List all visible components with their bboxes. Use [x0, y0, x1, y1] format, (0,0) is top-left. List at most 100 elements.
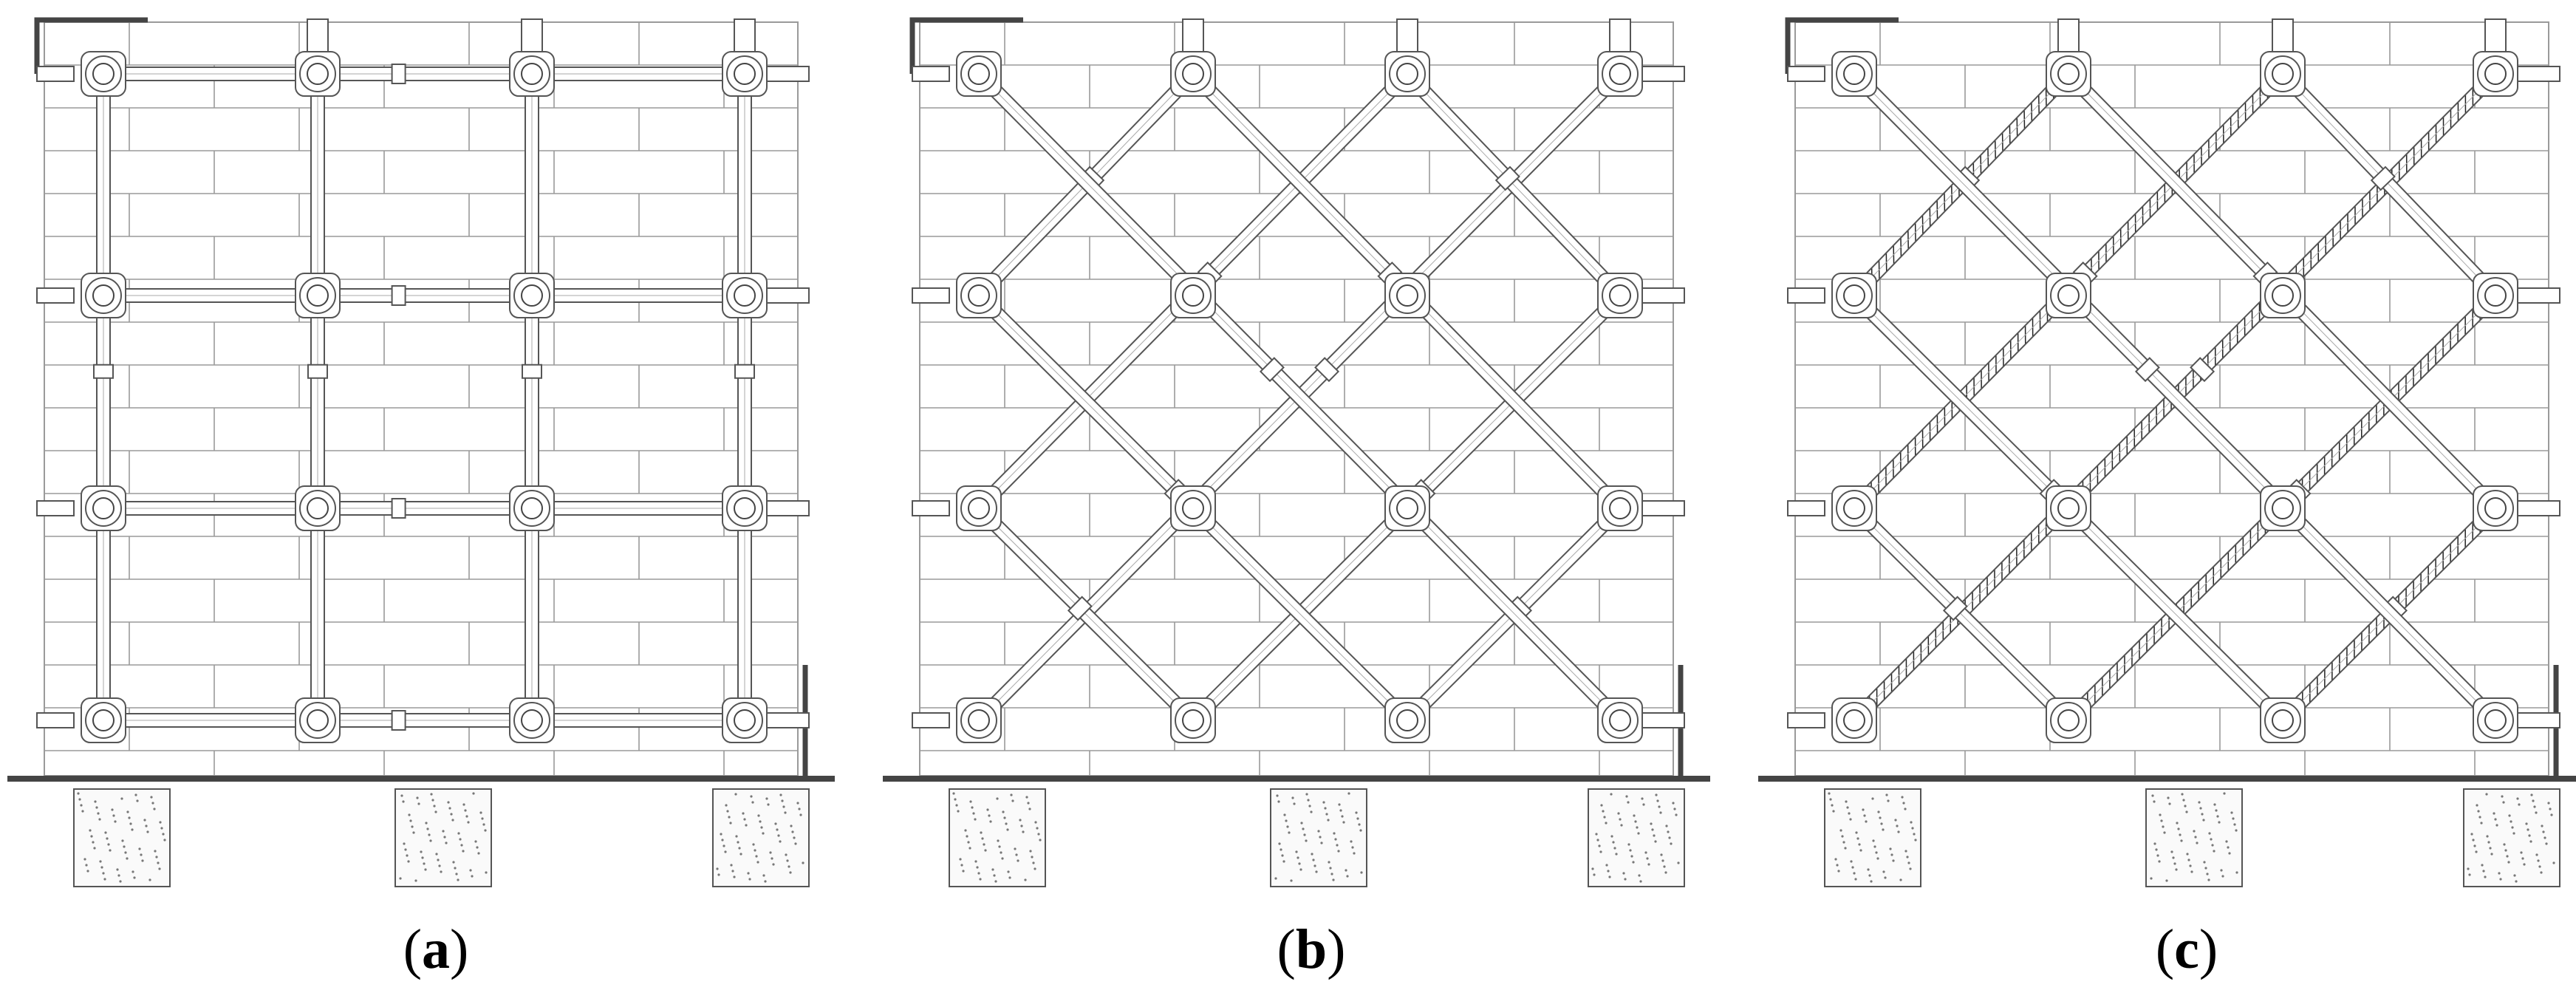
concrete-aggregate-dot	[979, 878, 982, 881]
concrete-aggregate-dot	[117, 874, 120, 877]
concrete-aggregate-dot	[457, 832, 460, 835]
node-hub-inner	[1396, 284, 1418, 307]
concrete-aggregate-dot	[759, 820, 762, 823]
concrete-aggregate-dot	[2210, 838, 2213, 841]
concrete-aggregate-dot	[120, 797, 123, 800]
concrete-aggregate-dot	[1896, 825, 1899, 827]
concrete-aggregate-dot	[1667, 830, 1670, 833]
concrete-aggregate-dot	[2172, 856, 2175, 859]
concrete-aggregate-dot	[119, 880, 122, 883]
concrete-aggregate-dot	[1885, 793, 1888, 796]
concrete-aggregate-dot	[2151, 794, 2154, 797]
caption-b: (b)	[1200, 916, 1422, 983]
concrete-aggregate-dot	[791, 830, 794, 833]
concrete-aggregate-dot	[1653, 834, 1656, 837]
concrete-aggregate-dot	[966, 835, 968, 838]
concrete-aggregate-dot	[1312, 858, 1315, 861]
node-hub-inner	[2057, 63, 2080, 85]
concrete-aggregate-dot	[99, 860, 102, 863]
concrete-aggregate-dot	[2221, 875, 2224, 878]
concrete-aggregate-dot	[757, 814, 760, 817]
concrete-aggregate-dot	[1841, 835, 1844, 838]
concrete-aggregate-dot	[731, 870, 734, 873]
concrete-aggregate-dot	[2549, 808, 2552, 810]
brace-tube	[93, 73, 114, 721]
concrete-aggregate-dot	[1829, 798, 1832, 801]
concrete-aggregate-dot	[1039, 839, 1042, 842]
concrete-aggregate-dot	[1024, 878, 1027, 881]
concrete-aggregate-dot	[157, 861, 160, 864]
concrete-aggregate-dot	[94, 800, 97, 803]
concrete-aggregate-dot	[2207, 878, 2210, 881]
concrete-aggregate-dot	[2179, 833, 2182, 836]
node-hub-inner	[1182, 497, 1204, 519]
concrete-aggregate-dot	[779, 793, 782, 796]
concrete-aggregate-dot	[2155, 848, 2158, 851]
concrete-aggregate-dot	[1599, 850, 1602, 853]
node-hub-inner	[2057, 284, 2080, 307]
brace-coupler	[391, 64, 406, 84]
brace-coupler	[391, 498, 406, 519]
concrete-aggregate-dot	[1338, 803, 1341, 806]
concrete-aggregate-dot	[1882, 870, 1885, 873]
concrete-aggregate-dot	[400, 794, 403, 797]
concrete-aggregate-dot	[1879, 816, 1882, 819]
concrete-aggregate-dot	[1602, 810, 1605, 813]
node-hub-inner	[307, 63, 329, 85]
concrete-aggregate-dot	[151, 802, 154, 805]
node-top-anchor	[2272, 18, 2294, 52]
brace-centerline	[1854, 508, 2069, 721]
concrete-aggregate-dot	[793, 836, 796, 839]
concrete-aggregate-dot	[784, 811, 787, 814]
node-hub-inner	[92, 63, 115, 85]
concrete-aggregate-dot	[1315, 870, 1318, 873]
concrete-aggregate-dot	[1862, 808, 1865, 811]
concrete-aggregate-dot	[1633, 814, 1636, 817]
concrete-aggregate-dot	[1025, 796, 1028, 799]
concrete-aggregate-dot	[1664, 871, 1667, 874]
concrete-aggregate-dot	[2552, 861, 2555, 864]
concrete-aggregate-dot	[1894, 819, 1897, 822]
node-side-anchor-left	[36, 66, 75, 82]
concrete-aggregate-dot	[435, 853, 438, 856]
concrete-aggregate-dot	[2190, 870, 2193, 873]
concrete-aggregate-dot	[737, 841, 739, 844]
concrete-aggregate-dot	[2168, 802, 2171, 805]
concrete-aggregate-dot	[2473, 844, 2476, 847]
panel-a-orthogonal-bracing	[7, 17, 835, 887]
node-hub-inner	[968, 709, 990, 731]
concrete-aggregate-dot	[431, 799, 434, 802]
concrete-aggregate-dot	[2478, 816, 2481, 819]
concrete-aggregate-dot	[974, 818, 977, 821]
concrete-aggregate-dot	[1303, 833, 1306, 836]
node-top-anchor	[2057, 18, 2080, 52]
concrete-aggregate-dot	[2487, 841, 2490, 844]
concrete-aggregate-dot	[781, 799, 784, 802]
concrete-aggregate-dot	[2538, 865, 2541, 868]
node-hub-inner	[734, 709, 756, 731]
brace-centerline	[1854, 73, 2496, 721]
node-hub-inner	[307, 497, 329, 519]
concrete-aggregate-dot	[2170, 850, 2173, 853]
concrete-aggregate-dot	[2184, 805, 2187, 808]
panel-b-diagonal-bracing	[883, 17, 1710, 887]
concrete-aggregate-dot	[92, 841, 95, 844]
bracing-nodes	[912, 18, 1685, 743]
concrete-aggregate-dot	[98, 818, 101, 821]
concrete-aggregate-dot	[976, 866, 979, 869]
concrete-aggregate-dot	[790, 825, 793, 827]
concrete-aggregate-dot	[2542, 830, 2545, 833]
concrete-aggregate-dot	[448, 807, 451, 810]
concrete-aggregate-dot	[743, 818, 746, 821]
concrete-aggregate-dot	[407, 860, 410, 863]
concrete-aggregate-dot	[434, 810, 437, 813]
foundation-block	[712, 788, 810, 887]
concrete-aggregate-dot	[2198, 801, 2201, 804]
foundation-block	[1824, 788, 1921, 887]
node-side-anchor-right	[1641, 66, 1685, 82]
concrete-aggregate-dot	[100, 866, 103, 869]
concrete-aggregate-dot	[454, 867, 457, 870]
concrete-aggregate-dot	[1356, 817, 1359, 820]
concrete-aggregate-dot	[2186, 853, 2189, 856]
